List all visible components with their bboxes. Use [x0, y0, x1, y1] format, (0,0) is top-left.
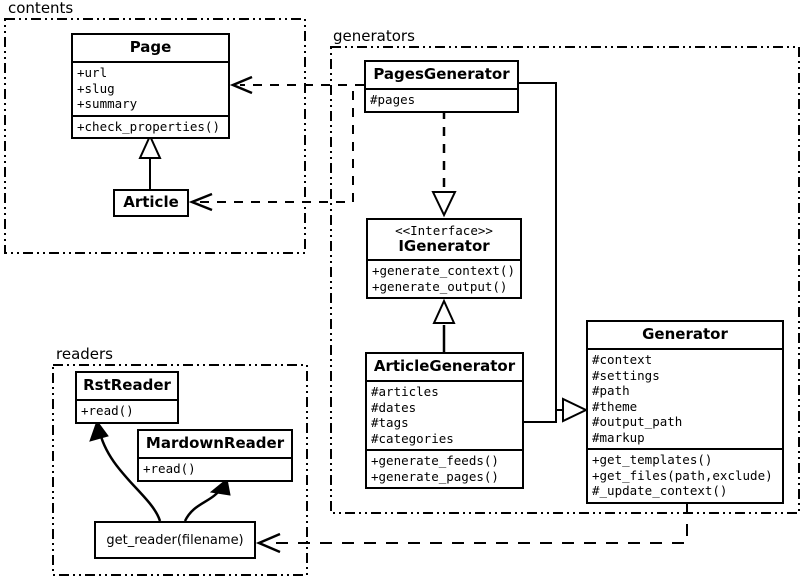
class-operations-rst-reader: +read(): [77, 399, 177, 422]
relation-articlegen-realizes-igenerator: [432, 298, 456, 352]
class-attribute: #output_path: [592, 414, 683, 429]
class-box-generator[interactable]: Generator #context #settings #path #them…: [586, 320, 784, 504]
class-attribute: #markup: [592, 429, 645, 445]
class-attribute: #dates: [371, 399, 417, 415]
class-operations-generator: +get_templates() +get_files(path,exclude…: [588, 448, 782, 502]
class-attribute: #categories: [371, 430, 454, 446]
class-name-page: Page: [129, 38, 172, 56]
class-attribute: #path: [592, 383, 630, 398]
class-name-pages-generator: PagesGenerator: [373, 65, 510, 83]
class-attribute: #settings: [592, 367, 660, 383]
relation-pagesgen-to-generator: [519, 82, 557, 410]
class-operations-article-generator: +generate_feeds() +generate_pages(): [367, 449, 522, 487]
class-attribute: +summary: [77, 96, 138, 111]
class-box-article[interactable]: Article: [113, 189, 189, 217]
class-name-generator: Generator: [642, 325, 728, 343]
class-box-page[interactable]: Page +url +slug +summary +check_properti…: [71, 33, 230, 139]
class-attribute: #articles: [371, 384, 439, 399]
relation-pagesgen-realizes-igenerator: [431, 110, 457, 218]
class-operation: +read(): [143, 461, 196, 476]
package-label-contents: contents: [8, 0, 74, 17]
class-operation: +generate_output(): [372, 278, 508, 294]
relation-generator-uses-get-reader: [255, 502, 688, 554]
relation-articlegen-to-generator: [524, 397, 589, 423]
relation-get-reader-creates-mardown-reader: [183, 478, 231, 522]
class-operation: +get_files(path,exclude): [592, 467, 773, 483]
class-name-rst-reader: RstReader: [83, 376, 171, 394]
class-name-mardown-reader: MardownReader: [145, 434, 285, 452]
class-attribute: #context: [592, 352, 653, 367]
relation-pagesgen-uses-page: [229, 75, 364, 95]
class-name-article: Article: [123, 193, 179, 211]
class-stereotype-igenerator: <<Interface>>: [395, 223, 493, 238]
class-attribute: #pages: [370, 92, 416, 107]
class-operation: +get_templates(): [592, 452, 713, 467]
class-box-igenerator[interactable]: <<Interface>> IGenerator +generate_conte…: [366, 218, 522, 299]
class-attributes-generator: #context #settings #path #theme #output_…: [588, 348, 782, 448]
function-label-get-reader: get_reader(filename): [106, 532, 244, 548]
class-operations-page: +check_properties(): [73, 114, 228, 138]
package-label-generators: generators: [333, 27, 415, 45]
package-label-readers: readers: [56, 345, 113, 363]
class-operation: +read(): [81, 403, 134, 418]
class-box-mardown-reader[interactable]: MardownReader +read(): [137, 429, 293, 482]
class-operations-igenerator: +generate_context() +generate_output(): [368, 259, 520, 297]
class-box-rst-reader[interactable]: RstReader +read(): [75, 371, 179, 424]
class-name-article-generator: ArticleGenerator: [373, 357, 516, 375]
function-box-get-reader[interactable]: get_reader(filename): [94, 521, 256, 559]
relation-article-inherits-page: [138, 133, 162, 189]
class-operations-mardown-reader: +read(): [139, 457, 291, 480]
class-operation: +generate_feeds(): [371, 453, 499, 468]
class-operation: +check_properties(): [77, 118, 220, 134]
class-attribute: +url: [77, 65, 108, 80]
class-header-igenerator: <<Interface>> IGenerator: [368, 220, 520, 259]
class-operation: +generate_pages(): [371, 468, 499, 484]
class-attribute: #tags: [371, 415, 409, 430]
class-attributes-page: +url +slug +summary: [73, 61, 228, 115]
class-attributes-pages-generator: #pages: [366, 88, 517, 111]
class-operation: #_update_context(): [592, 483, 728, 498]
class-box-pages-generator[interactable]: PagesGenerator #pages: [364, 60, 519, 113]
class-attribute: +slug: [77, 80, 115, 96]
class-name-igenerator: IGenerator: [398, 237, 490, 255]
class-attributes-article-generator: #articles #dates #tags #categories: [367, 380, 522, 449]
class-attribute: #theme: [592, 398, 638, 414]
class-box-article-generator[interactable]: ArticleGenerator #articles #dates #tags …: [365, 352, 524, 489]
class-operation: +generate_context(): [372, 263, 515, 278]
